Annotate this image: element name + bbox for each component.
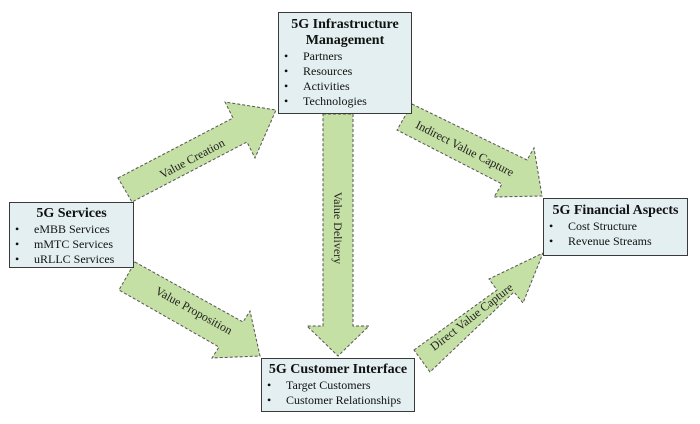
list-item: • Target Customers [262,378,414,393]
list-item: • Activities [279,79,411,94]
bullet-icon: • [267,378,272,392]
item-label: Partners [303,49,343,63]
list-item: • uRLLC Services [10,252,133,267]
bullet-icon: • [284,94,289,108]
list-item: • mMTC Services [10,237,133,252]
bullet-icon: • [549,219,554,233]
item-label: mMTC Services [34,237,113,251]
list-item: • Partners [279,49,411,64]
list-item: • Cost Structure [544,219,687,234]
item-label: uRLLC Services [34,252,115,266]
infrastructure-management-box: 5G Infrastructure Management • Partners •… [278,12,412,114]
value-delivery-label: Value Delivery [331,192,345,264]
item-label: eMBB Services [34,222,110,236]
indirect-value-capture-arrow: Indirect Value Capture [396,103,543,198]
infrastructure-list: • Partners • Resources • Activities • Techno… [279,49,411,109]
services-title: 5G Services [36,206,107,221]
financial-aspects-box: 5G Financial Aspects • Cost Structure • Re… [543,198,688,256]
direct-value-capture-label: Direct Value Capture [427,280,515,353]
infrastructure-title-line2: Management [305,33,385,48]
item-label: Activities [303,79,350,93]
bullet-icon: • [15,237,20,251]
list-item: • Resources [279,64,411,79]
bullet-icon: • [284,49,289,63]
item-label: Cost Structure [568,219,637,233]
services-box: 5G Services • eMBB Services • mMTC Service… [9,202,134,268]
item-label: Technologies [303,94,367,108]
value-creation-arrow: Value Creation [117,101,277,203]
list-item: • Technologies [279,94,411,109]
bullet-icon: • [284,79,289,93]
bullet-icon: • [15,252,20,266]
services-list: • eMBB Services • mMTC Services • uRLLC Ser… [10,222,133,267]
customer-list: • Target Customers • Customer Relationship… [262,378,414,408]
item-label: Revenue Streams [568,234,652,248]
financial-list: • Cost Structure • Revenue Streams [544,219,687,249]
bullet-icon: • [267,393,272,407]
financial-title: 5G Financial Aspects [552,203,679,218]
customer-title: 5G Customer Interface [268,362,408,377]
item-label: Target Customers [286,378,371,392]
bullet-icon: • [549,234,554,248]
list-item: • Revenue Streams [544,234,687,249]
value-proposition-arrow: Value Proposition [118,261,261,359]
value-delivery-arrow: Value Delivery [305,113,371,357]
infrastructure-title-line1: 5G Infrastructure [291,17,399,32]
item-label: Customer Relationships [286,393,401,407]
list-item: • Customer Relationships [262,393,414,408]
bullet-icon: • [284,64,289,78]
list-item: • eMBB Services [10,222,133,237]
item-label: Resources [303,64,353,78]
bullet-icon: • [15,222,20,236]
customer-interface-box: 5G Customer Interface • Target Customers … [261,358,415,412]
direct-value-capture-arrow: Direct Value Capture [413,251,544,373]
